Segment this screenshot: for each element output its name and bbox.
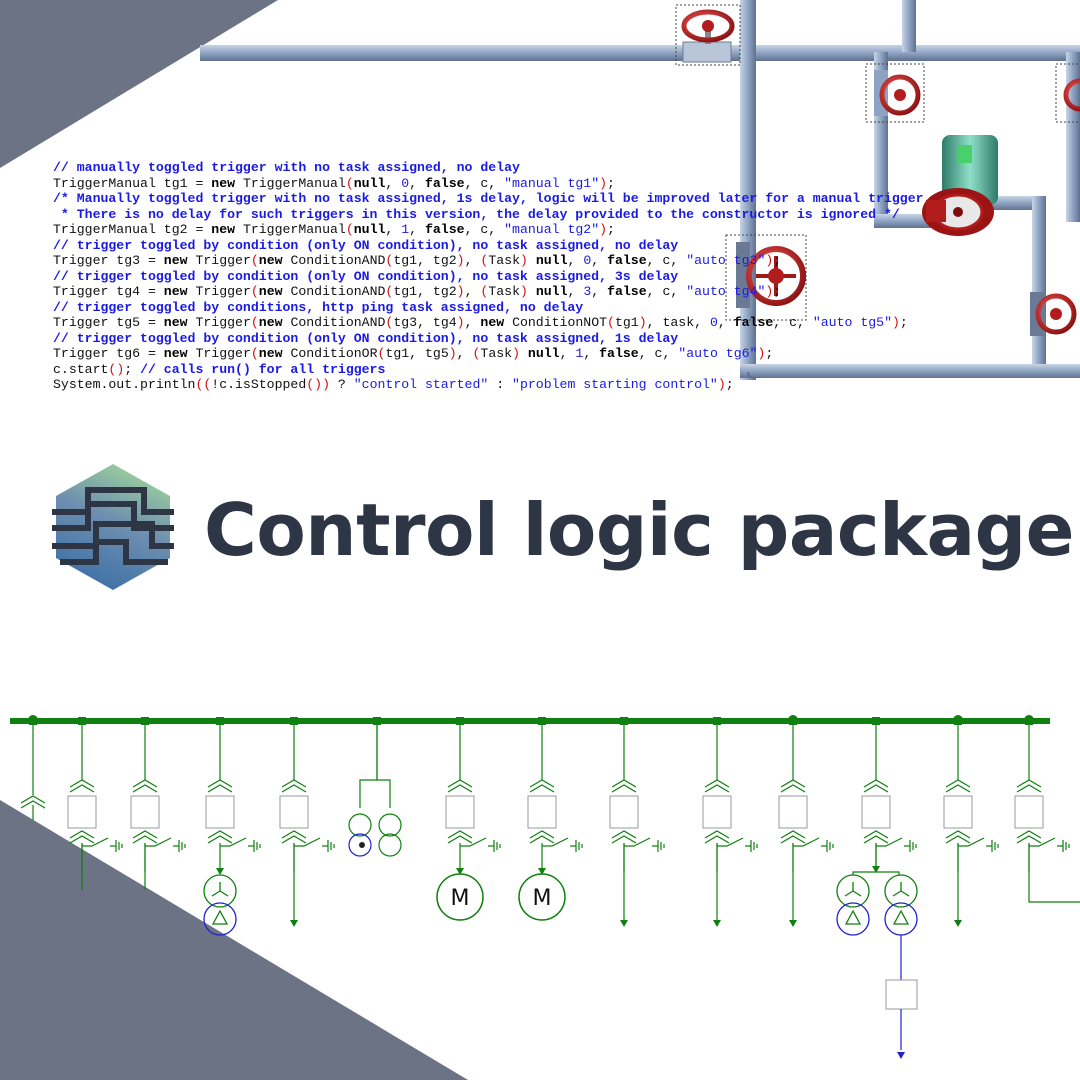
code-line: c.start(); // calls run() for all trigge…	[53, 361, 386, 377]
pump-motor-icon	[922, 135, 998, 236]
valve-icon	[1055, 63, 1080, 123]
feeder-bay	[1014, 715, 1080, 903]
feeder-bay: M	[518, 717, 583, 921]
code-line: /* Manually toggled trigger with no task…	[53, 191, 924, 206]
page-title: Control logic package	[204, 488, 1074, 572]
ground-arrow-icon	[897, 1052, 905, 1059]
valve-icon	[1030, 292, 1077, 336]
motor-icon: M	[436, 873, 484, 921]
ground-arrow-icon	[216, 868, 224, 875]
motor-label: M	[533, 886, 552, 911]
feeder-bay	[130, 717, 186, 890]
transformer-icon	[836, 874, 870, 936]
valve-icon	[865, 63, 925, 123]
motor-icon: M	[518, 873, 566, 921]
transformer-icon	[884, 874, 918, 936]
code-line: Trigger tg4 = new Trigger(new ConditionA…	[53, 284, 782, 299]
ground-arrow-icon	[713, 920, 721, 927]
motor-label: M	[451, 886, 470, 911]
feeder-bay	[609, 717, 665, 927]
top-left-corner	[0, 0, 278, 168]
ground-arrow-icon	[954, 920, 962, 927]
ground-arrow-icon	[538, 868, 546, 875]
bottom-left-corner	[0, 800, 468, 1080]
code-line: // trigger toggled by condition (only ON…	[53, 237, 679, 253]
ground-arrow-icon	[456, 868, 464, 875]
valve-icon	[725, 234, 807, 321]
code-line: // trigger toggled by conditions, http p…	[53, 299, 584, 315]
feeder-bay	[943, 715, 999, 927]
ground-arrow-icon	[789, 920, 797, 927]
code-line: System.out.println((!c.isStopped()) ? "c…	[53, 377, 734, 392]
ground-arrow-icon	[872, 866, 880, 873]
code-line: // trigger toggled by condition (only ON…	[53, 268, 679, 284]
feeder-bay: M	[436, 717, 501, 921]
feeder-bay	[203, 717, 261, 936]
feeder-bay	[20, 715, 46, 820]
code-line: Trigger tg6 = new Trigger(new ConditionO…	[53, 346, 774, 361]
code-snippet: // manually toggled trigger with no task…	[53, 160, 1080, 393]
ground-arrow-icon	[620, 920, 628, 927]
feeder-bay	[702, 717, 758, 927]
code-line: * There is no delay for such triggers in…	[53, 206, 900, 222]
code-line: Trigger tg5 = new Trigger(new ConditionA…	[53, 315, 908, 330]
code-line: TriggerManual tg1 = new TriggerManual(nu…	[53, 175, 615, 191]
feeder-bay	[348, 717, 402, 857]
transformer-icon	[348, 813, 402, 857]
code-line: Trigger tg3 = new Trigger(new ConditionA…	[53, 253, 782, 268]
feeder-bay	[67, 717, 123, 890]
transformer-icon	[203, 874, 237, 936]
feeder-bay	[279, 717, 335, 927]
ground-arrow-icon	[290, 920, 298, 927]
valve-icon	[675, 4, 741, 66]
feeder-bay	[778, 715, 834, 927]
logo-hexagon-icon	[52, 464, 174, 590]
feeder-bay	[836, 717, 918, 1059]
code-line: TriggerManual tg2 = new TriggerManual(nu…	[53, 222, 615, 237]
code-line: // manually toggled trigger with no task…	[53, 160, 520, 175]
code-line: // trigger toggled by condition (only ON…	[53, 330, 679, 346]
